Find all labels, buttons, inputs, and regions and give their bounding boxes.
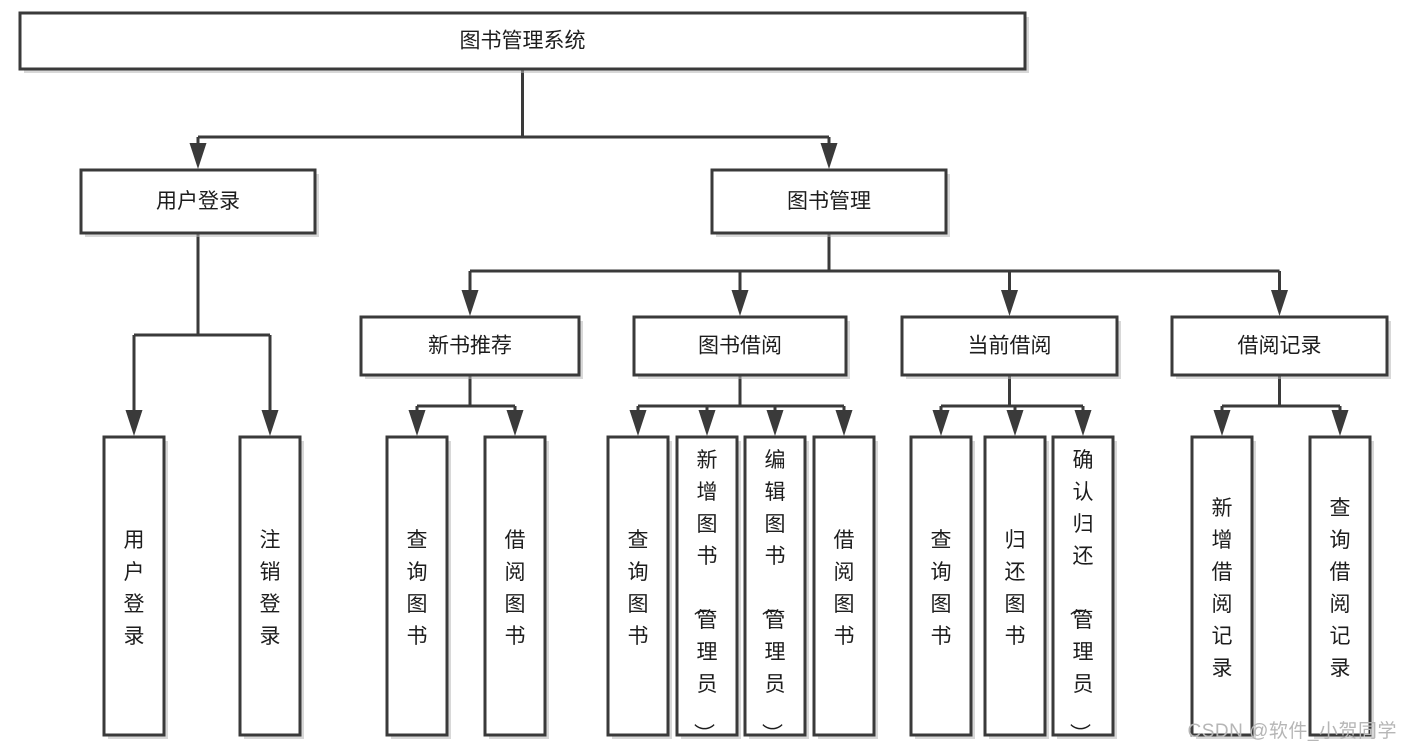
node-box[interactable]	[238, 435, 302, 737]
connector-group-new-book-rec	[408, 375, 524, 436]
node-box[interactable]	[1308, 435, 1372, 737]
node-root[interactable]: 图书管理系统	[18, 11, 1029, 73]
node-leaf-return[interactable]: 归还图书	[983, 435, 1049, 739]
node-box[interactable]	[743, 435, 807, 737]
node-label: 当前借阅	[968, 335, 1052, 358]
node-box[interactable]	[102, 435, 166, 737]
node-label: 借阅记录	[1238, 335, 1322, 358]
node-label: 归还图书	[1005, 529, 1026, 648]
node-box[interactable]	[606, 435, 670, 737]
node-box[interactable]	[483, 435, 547, 737]
connector-group-book-borrow	[629, 375, 853, 436]
node-label: 查询图书	[628, 529, 649, 648]
connector-group-root	[189, 69, 838, 169]
node-leaf-borrow-1[interactable]: 借阅图书	[483, 435, 549, 739]
node-book-borrow[interactable]: 图书借阅	[632, 315, 850, 379]
node-leaf-borrow-2[interactable]: 借阅图书	[812, 435, 878, 739]
node-box[interactable]	[385, 435, 449, 737]
connector-layer	[125, 69, 1349, 436]
node-label: 图书借阅	[698, 335, 782, 358]
node-box[interactable]	[983, 435, 1047, 737]
node-label: 确认归还（管理员）	[1068, 449, 1094, 744]
node-label: 查询图书	[931, 529, 952, 648]
csdn-watermark: CSDN @软件_小贺同学	[1187, 721, 1397, 742]
node-leaf-q-book-2[interactable]: 查询图书	[606, 435, 672, 739]
node-leaf-logout[interactable]: 注销登录	[238, 435, 304, 739]
node-label: 用户登录	[124, 529, 145, 648]
node-label: 新增图书（管理员）	[692, 449, 718, 744]
node-leaf-add-rec[interactable]: 新增借阅记录	[1190, 435, 1256, 739]
connector-group-book-manage	[461, 233, 1288, 316]
node-box[interactable]	[359, 315, 581, 377]
node-label: 用户登录	[156, 190, 240, 213]
node-leaf-q-book-1[interactable]: 查询图书	[385, 435, 451, 739]
connector-group-borrow-record	[1213, 375, 1349, 436]
node-leaf-confirm[interactable]: 确认归还（管理员）	[1051, 435, 1117, 744]
node-box[interactable]	[79, 168, 317, 235]
node-label: 查询图书	[407, 529, 428, 648]
node-leaf-q-book-3[interactable]: 查询图书	[909, 435, 975, 739]
node-label: 编辑图书（管理员）	[760, 449, 786, 744]
node-leaf-user-login[interactable]: 用户登录	[102, 435, 168, 739]
node-box[interactable]	[1190, 435, 1254, 737]
node-box[interactable]	[900, 315, 1119, 377]
node-box[interactable]	[1170, 315, 1389, 377]
node-label: 图书管理	[787, 190, 871, 213]
node-label: 借阅图书	[505, 529, 526, 648]
node-user-login[interactable]: 用户登录	[79, 168, 319, 237]
node-label: 图书管理系统	[460, 30, 586, 53]
node-borrow-record[interactable]: 借阅记录	[1170, 315, 1391, 379]
node-box[interactable]	[675, 435, 739, 737]
node-label: 查询借阅记录	[1330, 497, 1351, 680]
node-box[interactable]	[710, 168, 948, 235]
node-label: 新书推荐	[428, 335, 512, 358]
node-box[interactable]	[18, 11, 1027, 71]
node-box[interactable]	[1051, 435, 1115, 737]
node-book-manage[interactable]: 图书管理	[710, 168, 950, 237]
node-leaf-edit-book[interactable]: 编辑图书（管理员）	[743, 435, 809, 744]
node-leaf-q-rec[interactable]: 查询借阅记录	[1308, 435, 1374, 739]
node-layer: 图书管理系统用户登录图书管理新书推荐图书借阅当前借阅借阅记录用户登录注销登录查询…	[18, 11, 1391, 744]
node-box[interactable]	[632, 315, 848, 377]
node-leaf-add-book[interactable]: 新增图书（管理员）	[675, 435, 741, 744]
node-label: 注销登录	[260, 529, 281, 648]
node-new-book-rec[interactable]: 新书推荐	[359, 315, 583, 379]
connector-group-current-borrow	[932, 375, 1092, 436]
node-label: 借阅图书	[834, 529, 855, 648]
connector-group-user-login	[125, 233, 279, 436]
node-current-borrow[interactable]: 当前借阅	[900, 315, 1121, 379]
node-label: 新增借阅记录	[1212, 497, 1233, 680]
node-box[interactable]	[812, 435, 876, 737]
node-box[interactable]	[909, 435, 973, 737]
